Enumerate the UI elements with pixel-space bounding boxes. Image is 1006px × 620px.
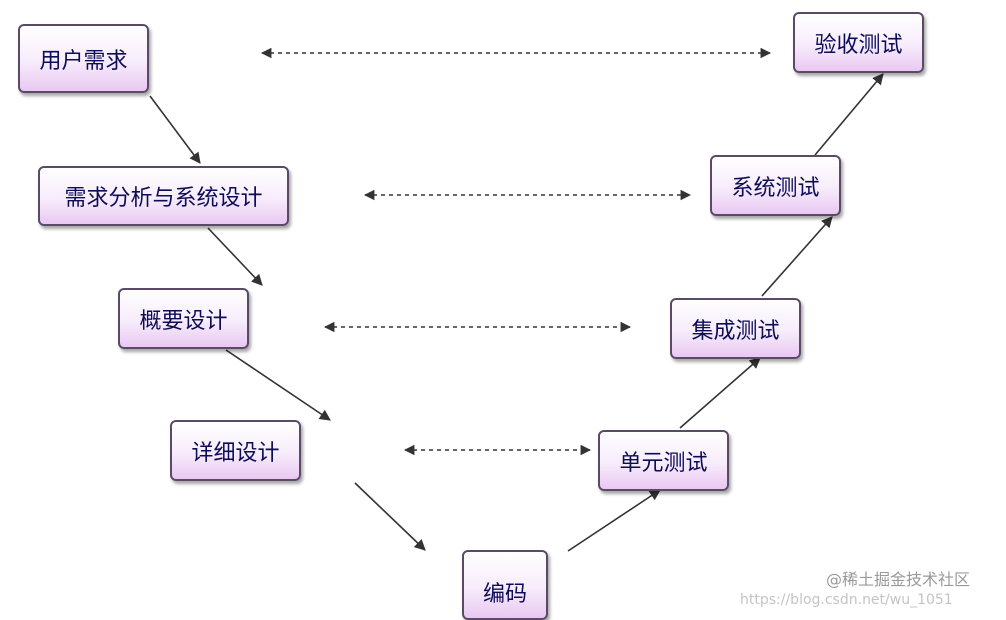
watermark-text: @稀土掘金技术社区 <box>826 570 971 589</box>
flow-arrow-detail-to-coding <box>354 482 426 551</box>
flow-arrow-unit-to-integration <box>679 357 761 429</box>
flow-arrow-integration-to-system <box>761 216 833 297</box>
flow-arrow-outline-to-detail <box>225 349 331 421</box>
flow-arrow-coding-to-unit <box>567 489 661 552</box>
flow-arrow-system-to-acceptance <box>814 73 884 156</box>
node-user-requirements: 用户需求 <box>18 24 149 93</box>
node-system-test: 系统测试 <box>710 155 841 216</box>
node-acceptance-test: 验收测试 <box>793 12 924 73</box>
node-integration-test: 集成测试 <box>670 298 801 359</box>
node-unit-test: 单元测试 <box>598 430 729 491</box>
node-requirements-analysis: 需求分析与系统设计 <box>38 166 289 226</box>
node-coding: 编码 <box>462 550 548 620</box>
flow-arrow-user-req-to-analysis <box>149 95 201 164</box>
v-model-diagram <box>149 47 884 552</box>
node-detailed-design: 详细设计 <box>170 420 301 481</box>
flow-arrow-analysis-to-outline <box>207 227 263 286</box>
url-watermark-text: https://blog.csdn.net/wu_1051 <box>740 592 953 608</box>
node-outline-design: 概要设计 <box>118 288 249 349</box>
